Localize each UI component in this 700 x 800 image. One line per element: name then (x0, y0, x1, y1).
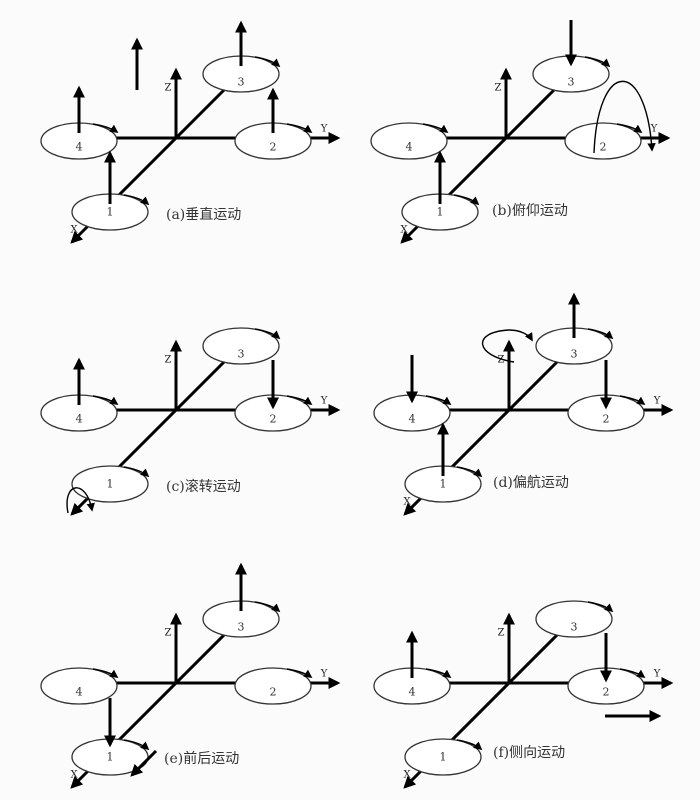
caption-f: (f)侧向运动 (493, 745, 565, 761)
pitch-rotation-arrow (593, 80, 656, 154)
rotor-2-label: 2 (270, 413, 277, 426)
panel-e: Z Y X 1 2 3 4 (e)前后运动 (41, 562, 338, 787)
rotor-3-label: 3 (238, 348, 245, 361)
rotor-2-label: 2 (270, 141, 277, 154)
forward-motion-arrow (130, 749, 158, 777)
x-axis-label: X (403, 497, 411, 508)
rotor-3-label: 3 (571, 621, 578, 634)
roll-rotation-arrow (66, 487, 95, 514)
rotor-2-label: 2 (270, 686, 277, 699)
panel-d: Z Y X 1 2 3 4 (d)偏航运动 (374, 292, 671, 514)
rotor-3-label: 3 (238, 621, 245, 634)
rotor-1-label: 1 (107, 478, 114, 491)
rotor-2-label: 2 (603, 686, 610, 699)
x-axis-label: X (403, 770, 411, 781)
rotor-4-label: 4 (76, 141, 83, 154)
x-axis-label: X (400, 225, 408, 236)
rotor-1-label: 1 (437, 206, 444, 219)
caption-e: (e)前后运动 (164, 750, 239, 767)
y-axis-label: Y (320, 396, 328, 407)
rotor-2-label: 2 (603, 413, 610, 426)
rotor-3-label: 3 (568, 76, 575, 89)
z-axis-label: Z (495, 83, 502, 94)
rotor-4-label: 4 (409, 686, 416, 699)
z-axis-label: Z (165, 355, 172, 366)
rotor-1-label: 1 (440, 751, 447, 764)
caption-b: (b)俯仰运动 (492, 203, 568, 219)
caption-a: (a)垂直运动 (166, 206, 241, 223)
y-axis-label: Y (650, 124, 658, 135)
z-axis-label: Z (165, 83, 172, 94)
x-axis-label: X (70, 225, 78, 236)
y-axis-label: Y (320, 669, 328, 680)
rotor-3-label: 3 (238, 76, 245, 89)
z-axis-label: Z (165, 628, 172, 639)
y-axis-label: Y (320, 124, 328, 135)
panel-b: Z Y X 1 2 3 4 (b)俯仰运动 (371, 20, 668, 242)
z-axis-label: Z (498, 628, 505, 639)
rotor-1-label: 1 (440, 478, 447, 491)
x-axis-label: X (70, 770, 78, 781)
y-axis-label: Y (653, 669, 661, 680)
panel-a: Z Y X 1 2 3 4 (a)垂直运动 (41, 20, 338, 242)
rotor-1-label: 1 (107, 751, 114, 764)
rotor-2-label: 2 (600, 141, 607, 154)
panel-c: Z Y 1 2 3 4 (c)滚转运动 (41, 328, 338, 514)
caption-c: (c)滚转运动 (166, 478, 241, 495)
rotor-4-label: 4 (76, 686, 83, 699)
rotor-4-label: 4 (406, 141, 413, 154)
rotor-4-label: 4 (409, 413, 416, 426)
rotor-4-label: 4 (76, 413, 83, 426)
z-axis-label: Z (498, 355, 505, 366)
y-axis-label: Y (653, 396, 661, 407)
panel-f: Z Y X 1 2 3 4 (f)侧向运动 (374, 601, 671, 787)
rotor-1-label: 1 (107, 206, 114, 219)
yaw-rotation-arrow (481, 329, 533, 363)
rotor-3-label: 3 (571, 348, 578, 361)
caption-d: (d)偏航运动 (493, 475, 569, 491)
